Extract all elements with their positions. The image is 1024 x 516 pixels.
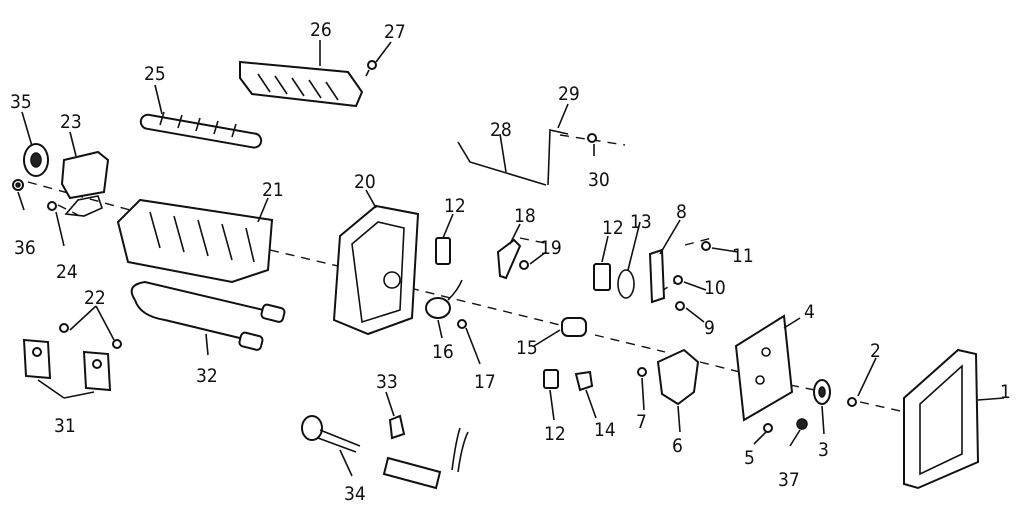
part-11-screw bbox=[701, 241, 711, 251]
label-2: 2 bbox=[870, 340, 881, 362]
part-27-screw bbox=[365, 60, 377, 77]
label-22: 22 bbox=[84, 287, 106, 309]
label-8: 8 bbox=[676, 201, 687, 223]
part-19-screw bbox=[519, 260, 529, 270]
part-18-lever bbox=[496, 238, 522, 280]
label-23: 23 bbox=[60, 111, 82, 133]
part-12-switch-a bbox=[435, 237, 451, 265]
label-34: 34 bbox=[344, 483, 366, 505]
part-20-housing bbox=[332, 204, 420, 336]
part-9-screw bbox=[675, 301, 685, 311]
part-30-nut bbox=[587, 133, 597, 143]
label-12-lower: 12 bbox=[544, 423, 566, 445]
label-10: 10 bbox=[704, 277, 726, 299]
part-35-bearing bbox=[23, 143, 49, 177]
label-6: 6 bbox=[672, 435, 683, 457]
part-33-clip bbox=[388, 414, 406, 440]
label-28: 28 bbox=[490, 119, 512, 141]
part-6-motor-cover bbox=[656, 348, 700, 406]
part-29-arm-bracket bbox=[547, 129, 569, 186]
label-3: 3 bbox=[818, 439, 829, 461]
part-12-switch-c bbox=[543, 369, 559, 389]
label-12-upper: 12 bbox=[444, 195, 466, 217]
part-13-spring bbox=[617, 269, 635, 299]
label-32: 32 bbox=[196, 365, 218, 387]
label-1: 1 bbox=[1000, 381, 1011, 403]
label-30: 30 bbox=[588, 169, 610, 191]
part-8-plate bbox=[648, 248, 666, 304]
label-13: 13 bbox=[630, 211, 652, 233]
part-1-front-cover bbox=[903, 348, 980, 490]
part-28-shutoff-arm bbox=[457, 141, 547, 186]
part-36-nut bbox=[12, 179, 24, 191]
part-labels: 1 2 3 4 5 6 7 8 9 10 11 12 12 12 13 14 1… bbox=[10, 19, 1011, 505]
part-22-screws bbox=[59, 323, 122, 349]
leader-lines bbox=[17, 40, 1005, 477]
part-24-screw bbox=[47, 201, 57, 211]
label-14: 14 bbox=[594, 419, 616, 441]
part-34-harness bbox=[301, 415, 469, 490]
label-19: 19 bbox=[540, 237, 562, 259]
part-25-ejector-blade bbox=[139, 111, 263, 149]
part-17-screw bbox=[457, 319, 467, 329]
part-21-mold-and-heater bbox=[116, 198, 274, 284]
part-10-screw bbox=[673, 275, 683, 285]
part-31-mounting-brackets bbox=[22, 338, 112, 392]
part-12-switch-b bbox=[593, 263, 611, 291]
label-20: 20 bbox=[354, 171, 376, 193]
label-5: 5 bbox=[744, 447, 755, 469]
label-36: 36 bbox=[14, 237, 36, 259]
part-23-fill-cup bbox=[60, 150, 110, 217]
part-3-gear bbox=[813, 379, 831, 405]
label-29: 29 bbox=[558, 83, 580, 105]
part-37-grommet bbox=[796, 418, 808, 430]
label-26: 26 bbox=[310, 19, 332, 41]
label-24: 24 bbox=[56, 261, 78, 283]
part-4-mounting-plate bbox=[734, 314, 794, 422]
label-16: 16 bbox=[432, 341, 454, 363]
part-15-timing-cam bbox=[561, 317, 587, 337]
part-7-screw bbox=[637, 367, 647, 377]
part-14-clip bbox=[574, 370, 594, 392]
label-15: 15 bbox=[516, 337, 538, 359]
label-4: 4 bbox=[804, 301, 815, 323]
part-32-water-line bbox=[130, 280, 286, 351]
label-27: 27 bbox=[384, 21, 406, 43]
label-21: 21 bbox=[262, 179, 284, 201]
label-31: 31 bbox=[54, 415, 76, 437]
part-16-motor bbox=[425, 279, 463, 319]
label-12-right: 12 bbox=[602, 217, 624, 239]
label-7: 7 bbox=[636, 411, 647, 433]
part-5-screw bbox=[763, 423, 773, 433]
label-18: 18 bbox=[514, 205, 536, 227]
label-17: 17 bbox=[474, 371, 496, 393]
part-26-ejector-cover bbox=[239, 60, 364, 108]
label-11: 11 bbox=[732, 245, 754, 267]
label-9: 9 bbox=[704, 317, 715, 339]
label-33: 33 bbox=[376, 371, 398, 393]
part-2-screw bbox=[847, 397, 857, 407]
label-35: 35 bbox=[10, 91, 32, 113]
label-25: 25 bbox=[144, 63, 166, 85]
label-37: 37 bbox=[778, 469, 800, 491]
